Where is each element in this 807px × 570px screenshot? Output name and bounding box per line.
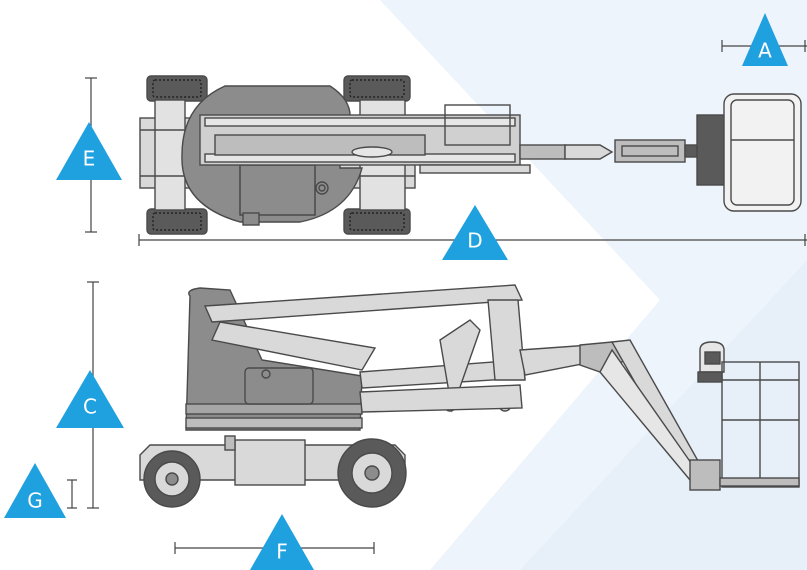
marker-c: C [56,370,124,428]
marker-e: E [56,122,122,180]
triangle-marker-icon [56,370,124,428]
label-g: G [27,489,43,513]
basket-top [696,93,802,212]
tire-bottom-left [146,208,208,235]
triangle-marker-icon [442,205,508,260]
basket-side [689,341,800,491]
front-wheel-side [143,450,201,508]
triangle-marker-icon [4,463,66,518]
tire-top-right [343,75,411,102]
triangle-marker-icon [250,514,314,570]
marker-f: F [250,514,314,570]
boom-lift-top-view [139,75,802,235]
lower-boom-side [203,284,526,413]
tire-top-left [146,75,208,102]
label-a: A [758,39,772,63]
boom-lift-side-view [139,284,800,508]
triangle-marker-icon [742,13,788,66]
triangle-marker-icon [56,122,122,180]
label-c: C [83,395,97,419]
rear-wheel-side [337,438,407,508]
marker-g: G [4,463,66,518]
label-e: E [83,147,96,171]
marker-a: A [742,13,788,66]
label-f: F [276,540,288,564]
marker-d: D [442,205,508,260]
label-d: D [467,229,482,253]
tire-bottom-right [343,208,411,235]
